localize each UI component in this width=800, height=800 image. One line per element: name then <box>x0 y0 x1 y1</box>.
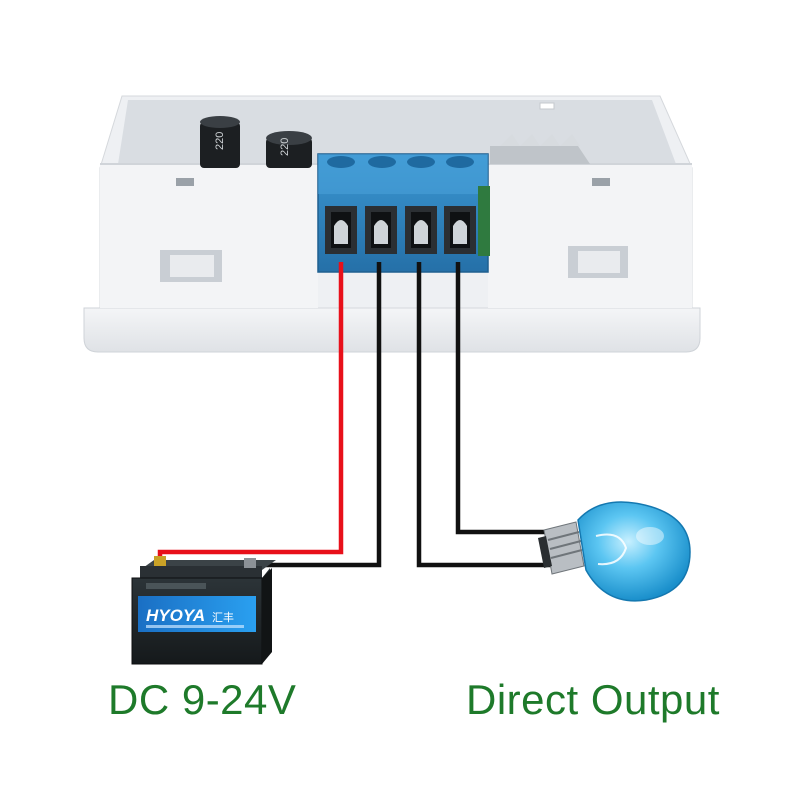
light-bulb-icon <box>538 501 691 602</box>
power-input-label: DC 9-24V <box>108 676 297 723</box>
battery-brand-cn: 汇丰 <box>212 611 234 624</box>
module-slot <box>539 102 555 110</box>
battery-terminal-negative <box>244 558 256 568</box>
capacitor-icon: 220 <box>266 131 312 168</box>
svg-text:220: 220 <box>214 132 226 150</box>
wire-output-1 <box>416 262 552 568</box>
module-clip-window <box>170 255 214 277</box>
module-clip-window <box>578 251 620 273</box>
module-front-left <box>100 164 318 308</box>
module-front-right <box>488 164 692 308</box>
svg-text:220: 220 <box>279 138 291 156</box>
relay-module: 220 220 <box>83 95 701 353</box>
module-slot <box>176 178 194 186</box>
battery-brand: HYOYA <box>146 606 205 625</box>
heatsink-icon <box>490 134 590 164</box>
terminal-block <box>317 153 490 273</box>
module-slot <box>592 178 610 186</box>
wire-output-2 <box>455 262 552 535</box>
terminal-clamp <box>405 206 437 254</box>
battery-icon: HYOYA 汇丰 <box>131 556 276 665</box>
terminal-clamp <box>365 206 397 254</box>
output-label: Direct Output <box>466 676 720 723</box>
bulb-glass <box>577 501 691 602</box>
capacitor-icon: 220 <box>200 116 240 168</box>
battery-terminal-positive <box>154 556 166 566</box>
module-flange <box>83 307 701 353</box>
terminal-clamp <box>444 206 476 254</box>
wire-negative <box>258 262 382 568</box>
terminal-screw-icon <box>327 156 474 168</box>
terminal-clamp <box>325 206 357 254</box>
